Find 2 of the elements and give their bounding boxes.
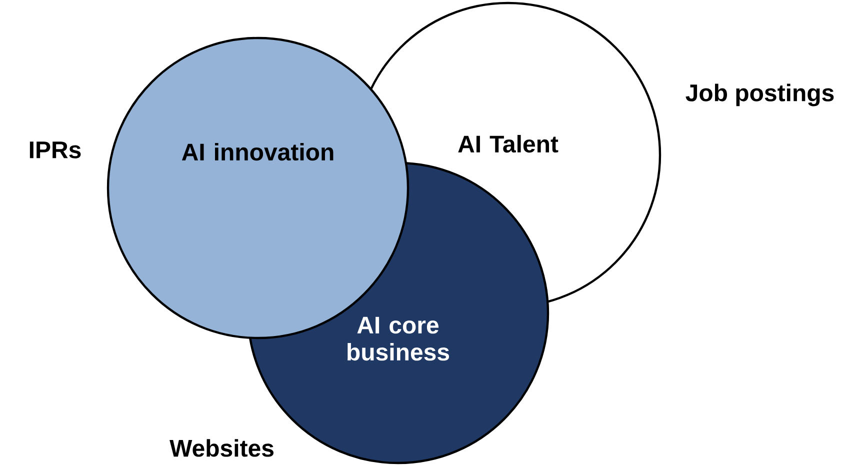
outside-label: Job postings <box>686 84 834 106</box>
outside-label: IPRs <box>30 142 81 158</box>
